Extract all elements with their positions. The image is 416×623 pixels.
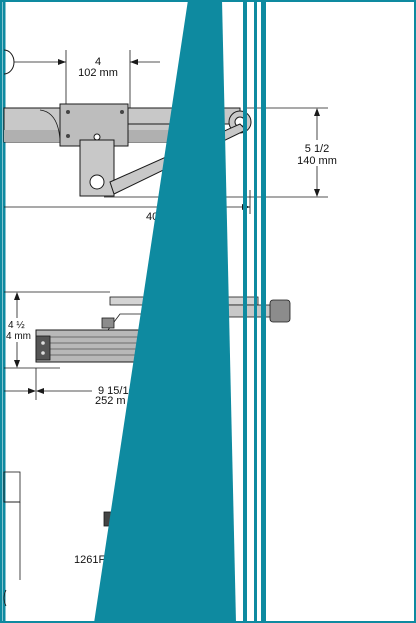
plate-screw-1 bbox=[66, 110, 70, 114]
top-width-arrow-right bbox=[130, 59, 138, 65]
arm-height-arrow-top bbox=[314, 108, 320, 116]
side-height-arrow-top bbox=[14, 292, 20, 300]
spindle bbox=[89, 174, 105, 190]
side-length-arrow-left bbox=[36, 388, 44, 394]
side-length-arrow-left-outer bbox=[28, 388, 36, 394]
end-cap-screw-1 bbox=[41, 341, 45, 345]
bracket-cap bbox=[101, 317, 115, 329]
side-height-metric: 4 mm bbox=[6, 331, 31, 342]
side-height-fraction: 4 ½ bbox=[8, 320, 25, 331]
bottom-curve bbox=[3, 589, 7, 607]
top-width-arrow-left bbox=[58, 59, 66, 65]
teal-stripe-3 bbox=[261, 0, 266, 623]
bottom-view: 1261F bbox=[3, 471, 115, 607]
side-height-arrow-bottom bbox=[14, 360, 20, 368]
top-width-fraction: 4 bbox=[95, 56, 101, 68]
closer-body-curve bbox=[39, 109, 61, 141]
teal-wedge-overlay bbox=[94, 0, 236, 623]
side-length-fraction: 9 15/16 bbox=[98, 385, 135, 397]
arm-height-metric: 140 mm bbox=[297, 155, 337, 167]
model-label: 1261F bbox=[74, 554, 105, 566]
bottom-bracket-outline bbox=[3, 471, 21, 503]
mounting-plate bbox=[59, 103, 129, 147]
arm-height-arrow-bottom bbox=[314, 189, 320, 197]
teal-stripe-2 bbox=[254, 0, 257, 623]
arm-end-cap bbox=[269, 299, 291, 323]
teal-stripe-1 bbox=[243, 0, 247, 623]
end-cap-screw-2 bbox=[41, 351, 45, 355]
closer-body-side bbox=[35, 329, 145, 363]
top-width-metric: 102 mm bbox=[78, 67, 118, 79]
plate-screw-4 bbox=[93, 133, 101, 141]
arm-height-fraction: 5 1/2 bbox=[305, 143, 329, 155]
plate-screw-3 bbox=[66, 134, 70, 138]
side-length-metric: 252 m bbox=[95, 395, 126, 407]
end-cap-side bbox=[35, 335, 51, 361]
plate-screw-2 bbox=[120, 110, 124, 114]
